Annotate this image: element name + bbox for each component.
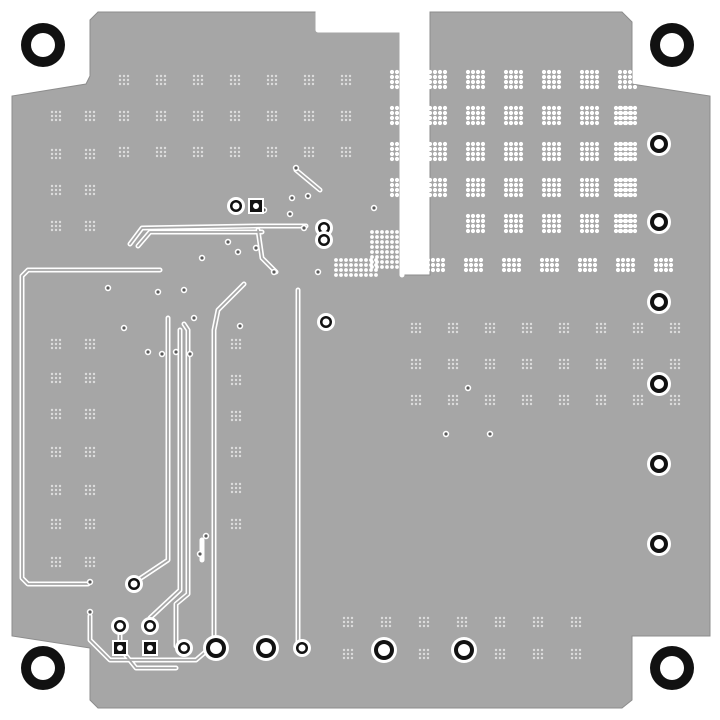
square-pad-3 — [142, 640, 158, 656]
large-pad-3 — [371, 637, 397, 663]
large-pad-2 — [253, 635, 279, 661]
square-pad-1 — [248, 198, 264, 214]
via-fields — [50, 69, 681, 660]
pad-4 — [317, 313, 335, 331]
pad-6 — [175, 639, 193, 657]
pad-8 — [111, 617, 129, 635]
edge-pad-2 — [647, 210, 671, 234]
square-pad-2 — [112, 640, 128, 656]
pad-1 — [227, 197, 245, 215]
pad-9 — [141, 617, 159, 635]
pad-3 — [315, 231, 333, 249]
edge-pad-3 — [647, 290, 671, 314]
edge-pad-4 — [647, 372, 671, 396]
edge-pad-6 — [647, 532, 671, 556]
signal-vias — [86, 164, 494, 616]
edge-pad-1 — [647, 132, 671, 156]
traces — [19, 9, 405, 671]
edge-pad-5 — [647, 452, 671, 476]
pad-5 — [125, 575, 143, 593]
mounting-holes — [21, 23, 694, 690]
through-hole-pads — [111, 132, 671, 663]
pad-7 — [293, 639, 311, 657]
large-pad-1 — [203, 635, 229, 661]
large-pad-4 — [451, 637, 477, 663]
